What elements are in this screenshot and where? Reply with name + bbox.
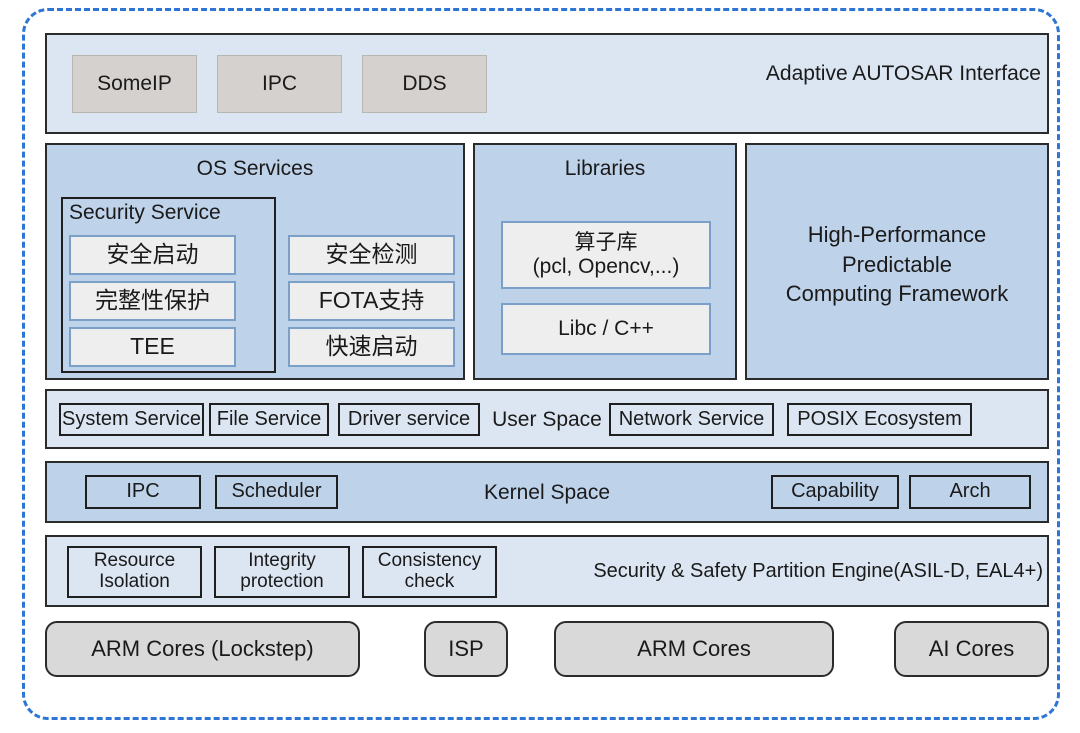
layer-panel-computing-framework[interactable]: High-Performance Predictable Computing F… [745,143,1049,380]
layer-panel-hardware: ARM Cores (Lockstep) ISP ARM Cores AI Co… [45,621,1049,685]
safety-consistency-check[interactable]: Consistency check [362,546,497,598]
os-service-fota-support[interactable]: FOTA支持 [288,281,455,321]
kernel-space-capability[interactable]: Capability [771,475,899,509]
kernel-space-scheduler[interactable]: Scheduler [215,475,338,509]
user-space-posix-ecosystem[interactable]: POSIX Ecosystem [787,403,972,436]
layer-caption-adaptive-autosar-interface: Adaptive AUTOSAR Interface [765,62,1041,85]
os-service-fast-boot[interactable]: 快速启动 [288,327,455,367]
layer-caption-kernel-space: Kernel Space [483,481,611,504]
user-space-system-service[interactable]: System Service [59,403,204,436]
hardware-arm-cores[interactable]: ARM Cores [554,621,834,677]
security-service-group: Security Service [61,197,276,373]
layer-panel-libraries[interactable]: Libraries 算子库 (pcl, Opencv,...) Libc / C… [473,143,737,380]
stack-diagram: Adaptive AUTOSAR Interface SomeIP IPC DD… [22,8,1060,720]
os-service-security-detection[interactable]: 安全检测 [288,235,455,275]
safety-integrity-protection[interactable]: Integrity protection [214,546,350,598]
layer-panel-safety-partition-engine[interactable]: Security & Safety Partition Engine(ASIL-… [45,535,1049,607]
os-service-secure-boot[interactable]: 安全启动 [69,235,236,275]
safety-resource-isolation[interactable]: Resource Isolation [67,546,202,598]
layer-panel-user-space[interactable]: User Space System Service File Service D… [45,389,1049,449]
kernel-space-arch[interactable]: Arch [909,475,1031,509]
hardware-isp[interactable]: ISP [424,621,508,677]
os-service-tee[interactable]: TEE [69,327,236,367]
kernel-space-ipc[interactable]: IPC [85,475,201,509]
layer-caption-os-services: OS Services [196,157,314,180]
user-space-network-service[interactable]: Network Service [609,403,774,436]
library-libc-cpp[interactable]: Libc / C++ [501,303,711,355]
user-space-driver-service[interactable]: Driver service [338,403,480,436]
layer-panel-os-services[interactable]: OS Services Security Service 安全启动 完整性保护 … [45,143,465,380]
layer-caption-safety-partition-engine: Security & Safety Partition Engine(ASIL-… [593,560,1043,582]
layer-panel-adaptive-autosar-interface[interactable]: Adaptive AUTOSAR Interface SomeIP IPC DD… [45,33,1049,134]
os-service-integrity-protection[interactable]: 完整性保护 [69,281,236,321]
chip-someip[interactable]: SomeIP [72,55,197,113]
layer-caption-libraries: Libraries [564,157,646,180]
chip-dds[interactable]: DDS [362,55,487,113]
layer-caption-computing-framework: High-Performance Predictable Computing F… [785,222,1009,307]
chip-ipc[interactable]: IPC [217,55,342,113]
hardware-arm-cores-lockstep[interactable]: ARM Cores (Lockstep) [45,621,360,677]
layer-caption-user-space: User Space [492,408,602,431]
user-space-file-service[interactable]: File Service [209,403,329,436]
hardware-ai-cores[interactable]: AI Cores [894,621,1049,677]
library-operator-library[interactable]: 算子库 (pcl, Opencv,...) [501,221,711,289]
layer-panel-kernel-space[interactable]: Kernel Space IPC Scheduler Capability Ar… [45,461,1049,523]
security-service-label: Security Service [69,201,221,224]
